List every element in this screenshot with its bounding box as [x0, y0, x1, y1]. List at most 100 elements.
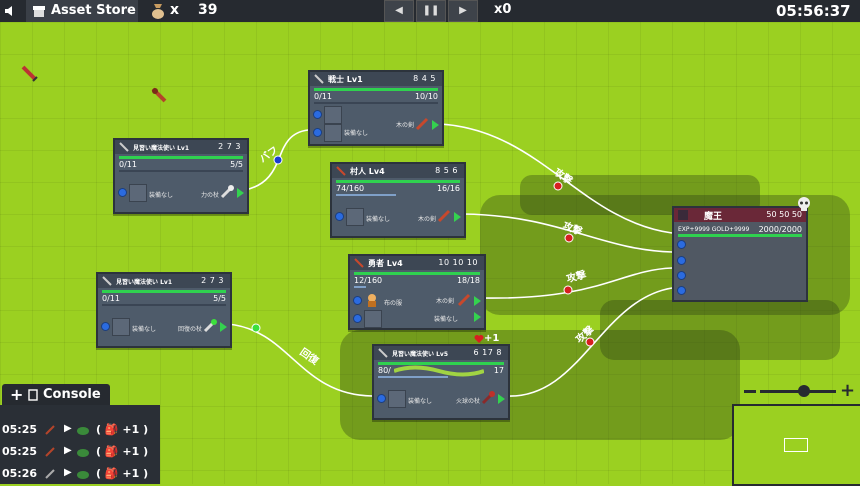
play-arrow-icon[interactable]	[474, 296, 481, 306]
equip-slot[interactable]	[112, 318, 130, 336]
character-card-apprentice-lv5[interactable]: 見習い魔法使い Lv5 6 17 8 80/17 装備なし 火球の杖	[372, 344, 510, 420]
play-arrow-icon[interactable]	[220, 322, 227, 332]
fireball-staff-icon[interactable]	[480, 390, 496, 406]
equip-slot[interactable]	[346, 208, 364, 226]
equip-slot[interactable]	[129, 184, 147, 202]
console-tab[interactable]: + Console	[2, 384, 110, 406]
card-stats: 8 5 6	[435, 166, 458, 175]
console-label: Console	[43, 387, 101, 402]
exp-value: 80/	[378, 366, 391, 375]
card-name: 見習い魔法使い Lv5	[392, 351, 448, 358]
card-header: 村人 Lv4 8 5 6	[332, 164, 464, 178]
heal-sparkle-effect	[394, 365, 484, 377]
attack-node	[564, 233, 574, 243]
staff-icon	[45, 447, 55, 457]
cloth-armor-icon[interactable]	[364, 292, 380, 308]
equip-label: 装備なし	[434, 316, 459, 323]
staff-item-icon[interactable]	[150, 86, 170, 106]
attack-node	[553, 181, 563, 191]
hp-value: 5/5	[213, 294, 226, 303]
equip-label: 装備なし	[132, 326, 157, 333]
weapon-label: 木の剣	[436, 298, 455, 305]
healing-staff-icon[interactable]	[202, 318, 218, 334]
card-header: 戦士 Lv1 8 4 5	[310, 72, 442, 86]
hp-value: 16/16	[436, 184, 460, 193]
card-stats: 2 7 3	[201, 276, 224, 285]
equip-slot[interactable]	[324, 106, 342, 124]
asset-store-label: Asset Store	[51, 3, 136, 18]
weapon-label: 木の剣	[396, 122, 415, 129]
zoom-out-icon[interactable]	[744, 390, 756, 393]
heal-popup: +1	[484, 333, 500, 344]
staff-icon	[102, 276, 112, 286]
sword-item-icon[interactable]	[20, 64, 40, 84]
bag-multiplier: x	[170, 2, 180, 18]
sword-icon	[45, 469, 55, 479]
asset-store-button[interactable]: Asset Store	[26, 0, 138, 22]
weapon-label: 火球の杖	[456, 398, 481, 405]
minimap[interactable]	[732, 404, 860, 486]
pause-button[interactable]: ❚❚	[416, 0, 446, 22]
console-panel[interactable]: 05:25 ▶ ( 🎒 +1 ) 05:25 ▶ ( 🎒 +1 ) 05:26 …	[0, 405, 160, 484]
equip-label: 装備なし	[344, 130, 369, 137]
weapon-label: 回復の杖	[178, 326, 203, 333]
sword-icon	[336, 166, 346, 176]
card-header: 見習い魔法使い Lv1 2 7 3	[115, 140, 247, 154]
card-header: 勇者 Lv4 10 10 10	[350, 256, 484, 270]
game-clock: 05:56:37	[776, 2, 851, 20]
play-arrow-icon[interactable]	[454, 212, 461, 222]
zoom-control[interactable]: +	[744, 380, 856, 401]
boss-name: 魔王	[704, 212, 723, 222]
equip-slot[interactable]	[324, 124, 342, 142]
boss-card-demon-king[interactable]: 魔王 50 50 50 EXP+9999 GOLD+9999 2000/2000	[672, 206, 808, 302]
slime-icon	[77, 449, 89, 457]
plus-icon[interactable]: +	[10, 385, 24, 404]
exp-value: 74/160	[336, 184, 365, 193]
card-name: 戦士 Lv1	[328, 75, 363, 84]
zoom-in-icon[interactable]: +	[840, 380, 856, 401]
card-stats: 10 10 10	[438, 258, 478, 267]
equip-label: 装備なし	[149, 192, 174, 199]
weapon-label: 力の杖	[201, 192, 220, 199]
edge-attack-villager	[461, 213, 673, 253]
wooden-sword-icon[interactable]	[414, 116, 430, 132]
play-arrow-icon[interactable]	[498, 394, 505, 404]
edge-attack-warrior	[439, 123, 673, 234]
boss-hp: 2000/2000	[758, 225, 802, 234]
forward-button[interactable]: ▶	[448, 0, 478, 22]
boss-header: 魔王 50 50 50	[674, 208, 806, 222]
arrow-icon: ▶	[64, 467, 72, 478]
card-name: 見習い魔法使い Lv1	[133, 145, 189, 152]
skull-icon	[798, 197, 810, 211]
attack-node	[585, 337, 595, 347]
rewind-button[interactable]: ◀	[384, 0, 414, 22]
console-row: 05:25 ▶ ( 🎒 +1 )	[2, 423, 149, 436]
wooden-sword-icon[interactable]	[456, 292, 472, 308]
wooden-sword-icon[interactable]	[436, 208, 452, 224]
zoom-handle[interactable]	[798, 385, 810, 397]
slime-icon	[77, 427, 89, 435]
power-staff-icon[interactable]	[219, 184, 235, 200]
play-arrow-icon[interactable]	[474, 312, 481, 322]
card-name: 見習い魔法使い Lv1	[116, 279, 172, 286]
buff-node	[273, 155, 283, 165]
exp-value: 0/11	[119, 160, 137, 169]
hp-value: 10/10	[414, 92, 438, 101]
document-icon	[28, 389, 38, 401]
speaker-icon[interactable]	[3, 4, 17, 18]
card-name: 村人 Lv4	[350, 167, 385, 176]
equip-slot[interactable]	[364, 310, 382, 328]
play-arrow-icon[interactable]	[237, 188, 244, 198]
play-arrow-icon[interactable]	[432, 120, 439, 130]
equip-slot[interactable]	[388, 390, 406, 408]
staff-icon	[119, 142, 129, 152]
attack-node	[563, 285, 573, 295]
item-label: 布の服	[384, 300, 403, 307]
edge-attack-hero	[481, 267, 673, 299]
